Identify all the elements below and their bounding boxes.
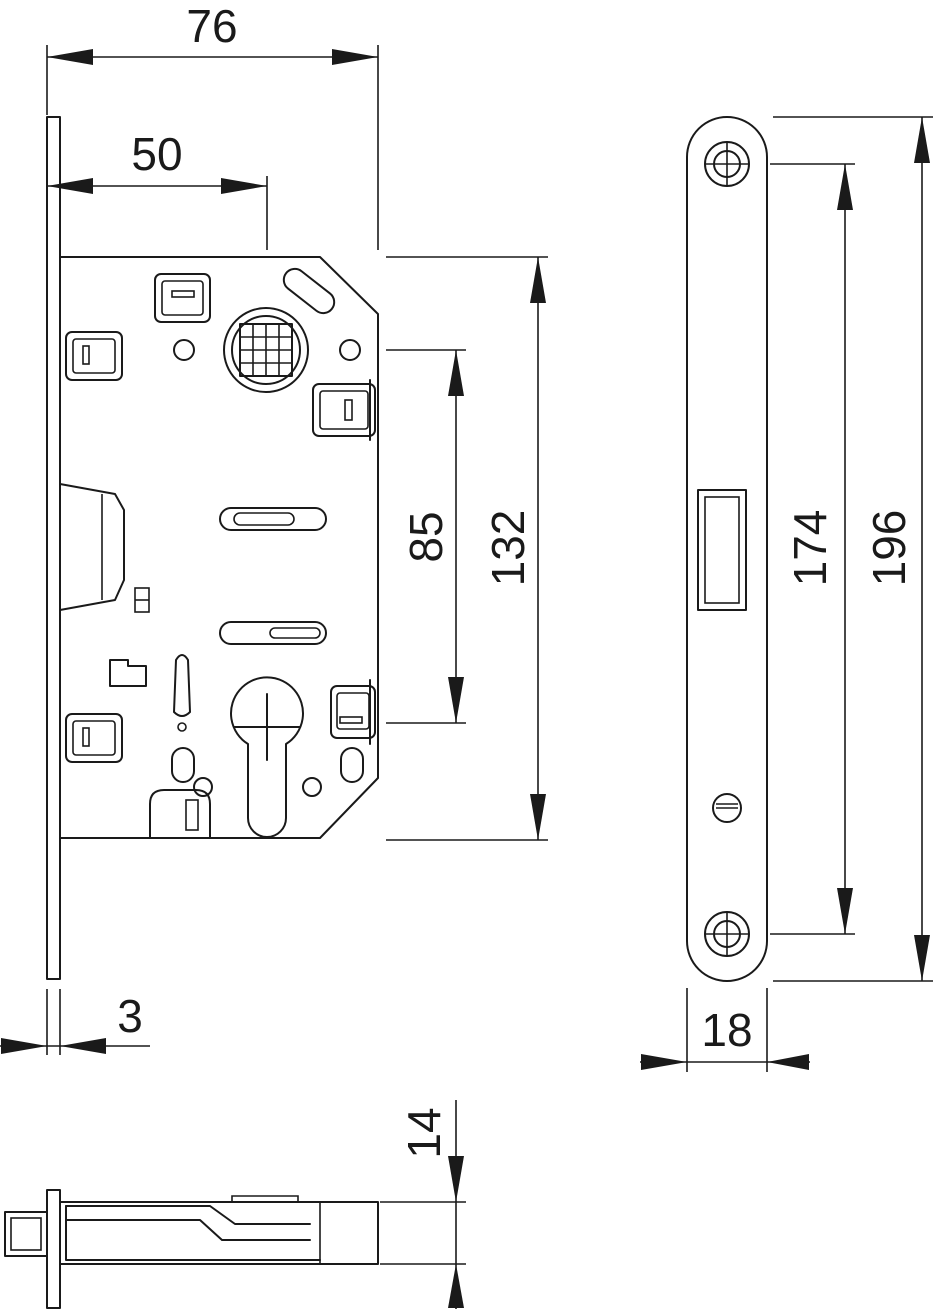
faceplate-edge xyxy=(46,1189,61,1309)
dim-label-76: 76 xyxy=(186,0,237,52)
bolt-profile xyxy=(65,1205,311,1225)
horizontal-slot xyxy=(219,507,327,531)
mounting-tab xyxy=(65,331,123,381)
case-side xyxy=(59,1201,379,1265)
dim-label-196: 196 xyxy=(863,510,915,587)
mounting-tab xyxy=(154,273,211,323)
mounting-tab xyxy=(312,379,376,441)
rivet-hole xyxy=(302,777,322,797)
latch-spring-block xyxy=(109,659,147,687)
dimension-screw-spacing: 174 xyxy=(770,163,855,935)
dim-label-50: 50 xyxy=(131,128,182,180)
bottom-connector xyxy=(149,789,211,839)
dimension-faceplate-width: 18 xyxy=(640,988,810,1072)
lock-bottom-view xyxy=(4,1189,379,1309)
rivet-hole xyxy=(193,777,213,797)
vertical-slot xyxy=(173,654,191,717)
faceplate-outline xyxy=(686,116,768,982)
angled-slot xyxy=(282,267,336,315)
vertical-slot xyxy=(171,747,195,783)
lock-case-outline xyxy=(59,256,379,839)
horizontal-slot xyxy=(219,621,327,645)
dimension-faceplate-thickness: 3 xyxy=(0,989,150,1055)
faceplate-side xyxy=(46,116,61,980)
dimension-backset: 50 xyxy=(47,128,268,250)
dim-label-18: 18 xyxy=(701,1004,752,1056)
dim-label-14: 14 xyxy=(398,1107,450,1158)
dim-label-132: 132 xyxy=(482,510,534,587)
dim-label-3: 3 xyxy=(117,990,143,1042)
lock-body-front-view xyxy=(46,116,379,980)
handle-follower-hub xyxy=(223,307,309,393)
screw-hole-bottom xyxy=(704,911,750,957)
mounting-tab xyxy=(330,679,376,745)
dimension-handle-to-cylinder: 85 xyxy=(386,349,466,724)
mounting-tab xyxy=(65,713,123,763)
vertical-slot xyxy=(340,747,364,783)
dimension-overall-width: 76 xyxy=(46,0,379,250)
latch-projection xyxy=(4,1211,48,1257)
rivet-hole xyxy=(339,339,361,361)
dimension-case-height: 132 xyxy=(386,256,548,841)
dim-label-174: 174 xyxy=(784,510,836,587)
rivet-hole xyxy=(173,339,195,361)
rivet-hole xyxy=(177,722,187,732)
screw-hole-top xyxy=(704,141,750,187)
faceplate-front-view xyxy=(686,116,768,982)
latch-opening xyxy=(697,489,747,611)
latch-bolt xyxy=(59,483,125,611)
dimension-faceplate-height: 196 xyxy=(773,116,933,982)
dimension-latch-projection: 14 xyxy=(380,1100,466,1309)
cylinder-cutout xyxy=(230,676,304,838)
dim-label-85: 85 xyxy=(400,511,452,562)
lock-hole xyxy=(712,793,742,823)
